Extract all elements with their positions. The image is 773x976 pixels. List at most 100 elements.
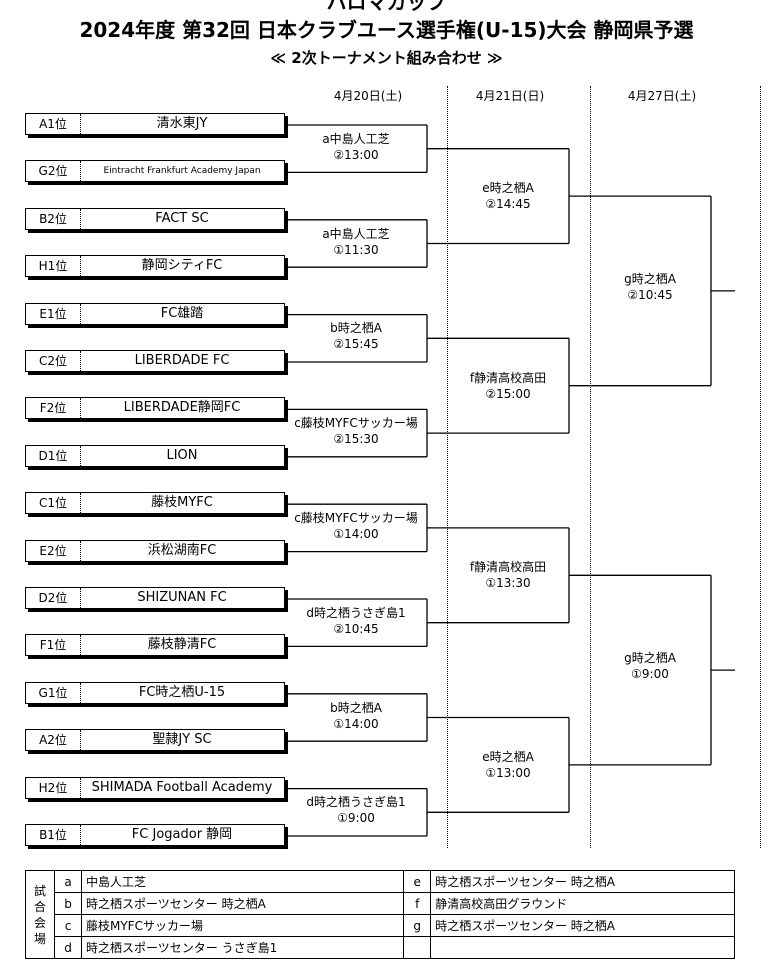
venue-name: 静清高校高田グラウンド [430,892,735,915]
team-name: SHIMADA Football Academy [91,779,273,795]
team-name: LION [166,447,198,463]
team-entry: C1位 藤枝MYFC [25,492,285,515]
team-entry: A1位 清水東JY [25,113,285,135]
match-venue: f静清高校高田 [469,370,547,385]
team-name: 清水東JY [156,116,208,131]
match-venue: d時之栖うさぎ島1 [306,795,406,810]
team-entry: E1位 FC雄踏 [25,302,285,325]
team-entry: A2位 聖隷JY SC [25,729,285,752]
team-entry: H2位 SHIMADA Football Academy [25,776,285,799]
venue-label-char: 試 [33,883,46,898]
team-entry: F1位 藤枝静清FC [25,634,285,657]
team-seed: E1位 [26,303,81,324]
team-entry: B1位 FC Jogador 静岡 [25,824,285,846]
venue-name-empty [430,936,735,959]
column-divider [447,86,448,848]
team-name: FC雄踏 [160,305,204,321]
match-time: ①14:00 [333,716,379,731]
column-divider [590,86,591,848]
match-time: ①9:00 [631,667,669,682]
venue-name: 藤枝MYFCサッカー場 [80,914,405,937]
bracket-lines [286,124,735,837]
tournament-title-top: ハロマカップ [326,0,447,14]
date-round1: 4月20日(土) [333,89,403,103]
team-name: 藤枝MYFC [151,495,213,511]
venue-key: g [403,914,432,937]
team-entry: D2位 SHIZUNAN FC [25,587,285,609]
match-time: ②15:00 [485,386,531,401]
team-name: LIBERDADE静岡FC [123,400,241,416]
team-name: FC Jogador 静岡 [131,827,233,842]
team-seed: F1位 [26,635,81,656]
team-entry: H1位静岡シティFC [25,255,285,278]
match-time: ②13:00 [333,147,379,162]
match-venue: b時之栖A [330,321,382,336]
match-time: ①9:00 [337,811,375,826]
team-entry: E2位 浜松湖南FC [25,539,285,562]
match-time: ②10:45 [627,287,673,302]
team-seed: G1位 [26,682,81,703]
match-venue: a中島人工芝 [322,131,390,146]
match-venue: g時之栖A [624,651,676,666]
venue-key: a [54,870,82,893]
team-seed: A1位 [26,114,81,134]
match-venue: f静清高校高田 [469,560,547,575]
team-entry: G1位 FC時之栖U-15 [25,681,285,704]
match-venue: e時之栖A [482,181,534,196]
match-time: ②15:45 [333,337,379,352]
team-seed: C1位 [26,493,81,514]
team-entry: F2位 LIBERDADE静岡FC [25,397,285,420]
date-round2: 4月21日(日) [475,89,545,103]
match-venue: c藤枝MYFCサッカー場 [294,416,418,431]
venue-key: c [54,914,82,937]
team-name: 聖隷JY SC [152,732,212,748]
venue-table-label: 試合会場 [25,870,55,959]
team-name: 浜松湖南FC [147,542,217,558]
match-time: ②10:45 [333,621,379,636]
match-time: ②14:45 [485,197,531,212]
team-seed: C2位 [26,351,81,371]
venue-key: f [403,892,432,915]
venue-key-empty [403,936,432,959]
team-seed: B1位 [26,825,81,845]
team-entry: G2位 Eintracht Frankfurt Academy Japan [25,160,285,183]
match-time: ②15:30 [333,432,379,447]
team-seed: F2位 [26,398,81,419]
match-time: ①14:00 [333,526,379,541]
venue-name: 時之栖スポーツセンター 時之栖A [80,892,405,915]
venue-key: d [54,936,82,959]
team-seed: D2位 [26,588,81,608]
match-time: ①13:00 [485,765,531,780]
team-name: 藤枝静清FC [147,637,217,653]
team-seed: H2位 [26,777,81,798]
team-entry: D1位 LION [25,444,285,467]
team-seed: A2位 [26,730,81,751]
venue-label-char: 合 [33,899,46,914]
team-seed: E2位 [26,540,81,561]
venue-name: 時之栖スポーツセンター 時之栖A [430,914,735,937]
venue-label-char: 会 [33,915,46,930]
team-name: SHIZUNAN FC [137,590,227,605]
team-seed: G2位 [26,161,81,182]
team-name: FACT SC [155,210,209,226]
venue-table: 試合会場 a 中島人工芝 e 時之栖スポーツセンター 時之栖A b 時之栖スポー… [25,870,735,959]
team-name: Eintracht Frankfurt Academy Japan [103,166,261,177]
venue-name: 時之栖スポーツセンター うさぎ島1 [80,936,405,959]
match-venue: b時之栖A [330,700,382,715]
team-seed: D1位 [26,445,81,466]
team-seed: H1位 [26,256,81,277]
team-name: FC時之栖U-15 [138,684,226,700]
